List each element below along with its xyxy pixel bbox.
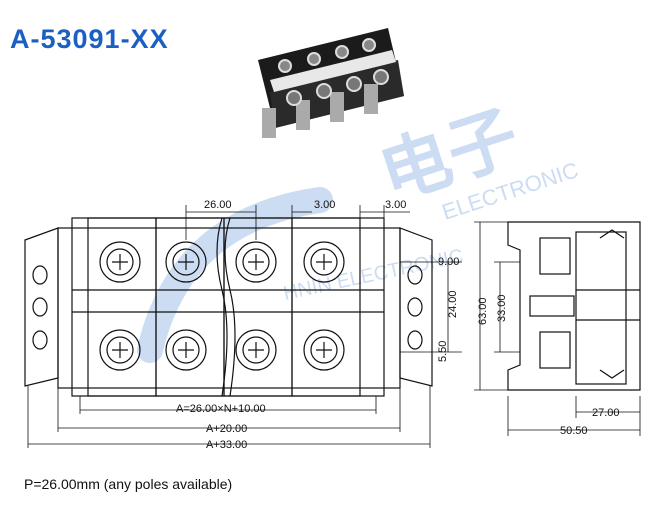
dim-length-formula: A=26.00×N+10.00 <box>176 403 266 415</box>
pole-pitch-note: P=26.00mm (any poles available) <box>24 476 233 492</box>
screw-row-top <box>99 241 345 283</box>
side-dimensions <box>474 221 641 436</box>
dim-side-mid: 24.00 <box>447 290 459 318</box>
dim-depth-inner: 27.00 <box>592 407 620 419</box>
dim-side-bottom: 5.50 <box>437 341 449 362</box>
front-dimensions <box>27 205 462 448</box>
dim-height-inner: 33.00 <box>496 294 508 322</box>
screw-row-bottom <box>99 329 345 371</box>
front-view <box>24 217 433 397</box>
product-photo <box>258 28 404 138</box>
side-view <box>507 221 641 391</box>
dim-depth-total: 50.50 <box>560 425 588 437</box>
dim-length-a20: A+20.00 <box>206 423 247 435</box>
part-number-title: A-53091-XX <box>10 24 169 54</box>
dim-spacing-a: 3.00 <box>314 199 335 211</box>
dim-pitch: 26.00 <box>204 199 232 211</box>
dim-height-total: 63.00 <box>477 297 489 325</box>
dim-side-top: 9.00 <box>438 256 459 268</box>
dim-length-a33: A+33.00 <box>206 439 247 451</box>
dim-spacing-b: 3.00 <box>385 199 406 211</box>
